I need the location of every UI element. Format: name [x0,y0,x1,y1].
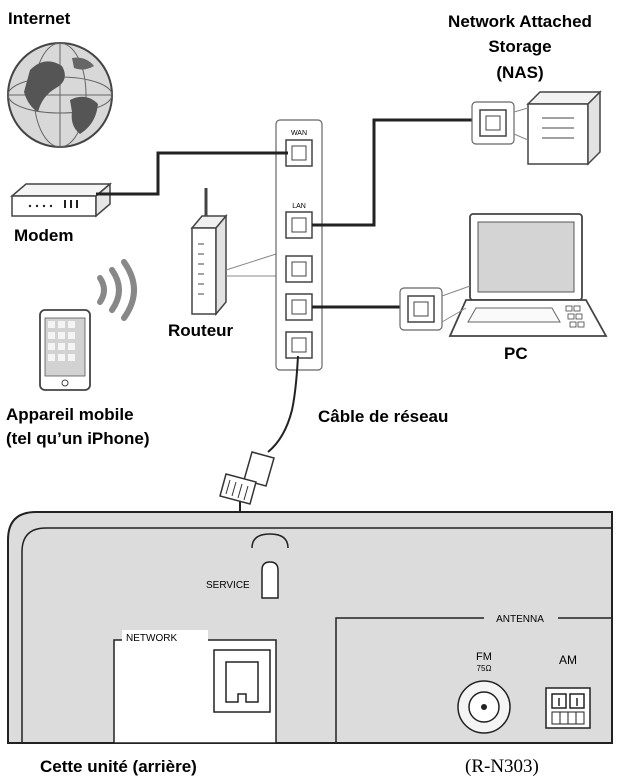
nas-port-callout [471,101,529,145]
network-cable-label: Câble de réseau [318,407,448,426]
pc-label: PC [504,344,528,363]
network-cable [267,355,299,453]
modem-icon [9,182,113,218]
antenna-label: ANTENNA [496,614,544,625]
network-port [225,661,259,703]
unit-rear-panel [7,511,613,744]
lan-port-1 [285,211,313,239]
smartphone-icon [39,309,91,391]
wan-port-label: WAN [291,130,307,137]
wan-port [285,139,313,167]
lan-port-4 [285,331,313,359]
nas-cable [312,118,480,227]
router-icon [190,188,228,317]
fm-ohm-label: 75Ω [477,664,492,673]
nas-icon [526,90,602,166]
modem-label: Modem [14,226,74,245]
nas-label-line1: Network Attached [448,12,592,31]
router-label: Routeur [168,321,234,340]
ethernet-plug-icon [219,451,275,505]
network-panel-label: NETWORK [126,633,177,644]
nas-label-line2: Storage [488,37,551,56]
model-label: (R-N303) [465,756,539,777]
pc-port-callout [399,285,471,331]
mobile-label-line2: (tel qu’un iPhone) [6,429,150,448]
lan-port-2 [285,255,313,283]
wifi-signal-icon [97,259,137,321]
laptop-icon [448,213,608,337]
service-label: SERVICE [206,580,250,591]
mobile-label-line1: Appareil mobile [6,405,134,424]
internet-label: Internet [8,9,71,28]
lan-port-label: LAN [292,203,306,210]
lan-port-3 [285,293,313,321]
unit-rear-label: Cette unité (arrière) [40,757,197,776]
am-label: AM [559,653,577,667]
service-port [261,561,279,599]
globe-icon [7,42,113,148]
router-callout-line [225,253,277,271]
router-port-panel [275,119,323,371]
fm-label: FM [476,651,492,663]
nas-label-line3: (NAS) [496,63,543,82]
modem-cable [96,151,288,196]
